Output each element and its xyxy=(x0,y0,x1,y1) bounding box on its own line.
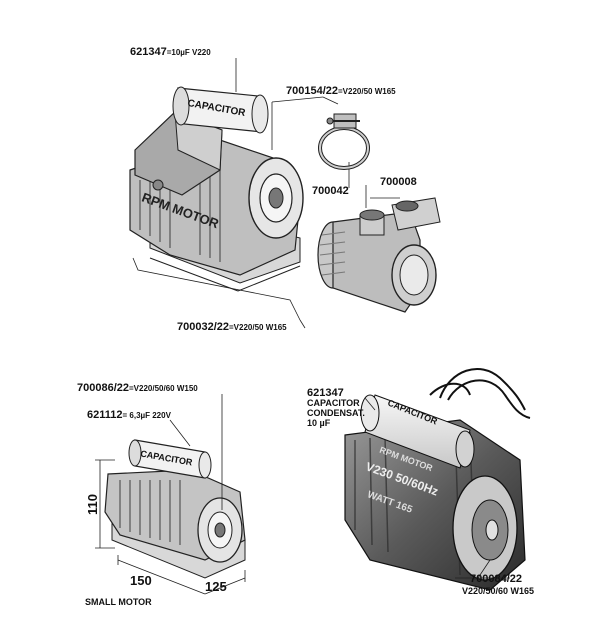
capacitor-line: CAPACITOR xyxy=(307,398,360,409)
part-code: 621347 xyxy=(130,46,167,58)
label-700042: 700042 xyxy=(312,186,349,197)
part-spec: =V220/50/60 W150 xyxy=(129,384,198,393)
label-621112: 621112= 6,3µF 220V xyxy=(87,410,171,421)
label-700154: 700154/22=V220/50 W165 xyxy=(286,86,396,97)
part-code: 700008 xyxy=(380,176,417,188)
pump-drawing xyxy=(317,197,441,313)
part-code: 700084/22 xyxy=(470,573,522,585)
leader-lines-top xyxy=(132,58,400,329)
dimension-height: 110 xyxy=(84,494,100,515)
part-code: 700154/22 xyxy=(286,85,338,97)
label-621347-photo: 621347 CAPACITOR CONDENSAT. 10 µF xyxy=(307,387,365,429)
label-700032: 700032/22=V220/50 W165 xyxy=(177,322,287,333)
part-code: 700086/22 xyxy=(77,382,129,394)
small-motor-drawing xyxy=(104,439,246,579)
small-motor-leaders xyxy=(95,394,246,595)
part-code: 700042 xyxy=(312,185,349,197)
dimension-depth: 125 xyxy=(205,579,227,594)
part-spec: =10µF V220 xyxy=(166,48,211,57)
small-motor-caption: SMALL MOTOR xyxy=(85,597,152,607)
part-code: 621347 xyxy=(307,387,344,399)
photo-motor-drawing xyxy=(344,368,531,591)
label-700084: 700084/22 V220/50/60 W165 xyxy=(462,573,534,596)
capacity-line: 10 µF xyxy=(307,417,331,428)
part-spec: = 6,3µF 220V xyxy=(122,411,171,420)
photo-motor-leaders xyxy=(364,397,510,579)
hose-clamp-drawing xyxy=(318,113,370,170)
label-621347-top: 621347=10µF V220 xyxy=(130,47,211,58)
label-700008: 700008 xyxy=(380,177,417,188)
rpm-motor-drawing xyxy=(129,86,304,292)
part-spec: =V220/50 W165 xyxy=(338,87,396,96)
part-code: 621112 xyxy=(87,409,123,421)
condensat-line: CONDENSAT. xyxy=(307,407,365,418)
label-700086: 700086/22=V220/50/60 W150 xyxy=(77,383,198,394)
part-spec: =V220/50 W165 xyxy=(229,323,287,332)
part-spec: V220/50/60 W165 xyxy=(462,585,535,596)
part-code: 700032/22 xyxy=(177,321,229,333)
dimension-width: 150 xyxy=(130,573,152,588)
